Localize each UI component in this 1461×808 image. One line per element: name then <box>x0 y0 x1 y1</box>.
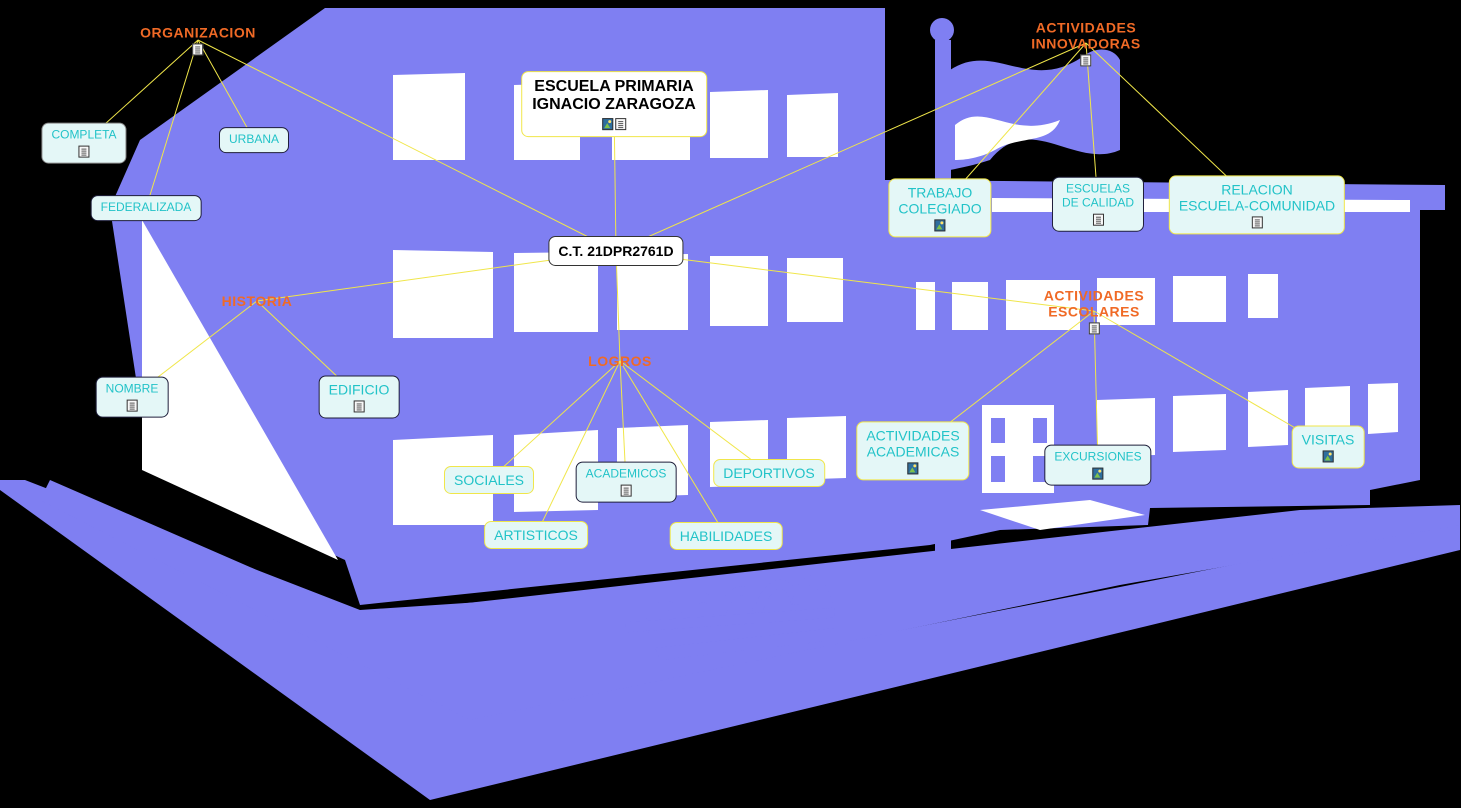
connector-line <box>619 360 770 474</box>
connector-line <box>197 39 255 141</box>
node-label: RELACION ESCUELA-COMUNIDAD <box>1178 181 1336 214</box>
node-urbana[interactable]: URBANA <box>218 127 290 153</box>
note-icon[interactable] <box>1080 54 1092 67</box>
node-historia[interactable]: HISTORIA <box>222 293 293 309</box>
connector-line <box>1093 310 1329 448</box>
node-label: HISTORIA <box>221 292 293 309</box>
node-excursiones[interactable]: EXCURSIONES <box>1044 444 1152 486</box>
node-label: NOMBRE <box>105 381 159 396</box>
arches-step <box>655 628 835 660</box>
door-frames <box>991 418 1047 482</box>
node-deportivos[interactable]: DEPORTIVOS <box>713 458 825 488</box>
arches-base <box>624 607 836 633</box>
node-label: VISITAS <box>1301 431 1355 448</box>
node-edificio[interactable]: EDIFICIO <box>318 375 400 419</box>
node-visitas[interactable]: VISITAS <box>1291 425 1365 469</box>
node-artisticos[interactable]: ARTISTICOS <box>484 520 588 550</box>
image-icon[interactable] <box>934 219 946 232</box>
node-ct-code[interactable]: C.T. 21DPR2761D <box>548 235 684 267</box>
note-icon[interactable] <box>620 484 632 497</box>
node-label: DEPORTIVOS <box>723 464 815 481</box>
node-actividades-escolares[interactable]: ACTIVIDADES ESCOLARES <box>1043 287 1145 335</box>
node-label: ESCUELAS DE CALIDAD <box>1061 181 1135 210</box>
connector-line <box>488 360 621 481</box>
note-icon[interactable] <box>1092 213 1104 226</box>
node-label: ESCUELA PRIMARIA IGNACIO ZARAGOZA <box>532 78 696 114</box>
node-trabajo-colegiado[interactable]: TRABAJO COLEGIADO <box>888 178 992 238</box>
node-label: EDIFICIO <box>328 381 390 398</box>
node-label: LOGROS <box>588 352 652 369</box>
node-completa[interactable]: COMPLETA <box>41 122 127 164</box>
building-side-face <box>142 220 338 560</box>
node-label: EXCURSIONES <box>1054 449 1142 464</box>
connector-line <box>619 360 727 537</box>
node-label: ARTISTICOS <box>494 526 578 543</box>
note-icon[interactable] <box>614 117 626 130</box>
flagpole <box>935 40 951 570</box>
node-actividades-innovadoras[interactable]: ACTIVIDADES INNOVADORAS <box>1031 19 1141 67</box>
connector-line <box>615 42 1087 252</box>
connector-line <box>535 360 621 536</box>
connector-line <box>615 250 621 362</box>
node-relacion-escuela-comunidad[interactable]: RELACION ESCUELA-COMUNIDAD <box>1168 175 1346 235</box>
note-icon[interactable] <box>126 399 138 412</box>
node-label: HABILIDADES <box>679 527 773 544</box>
node-label: ORGANIZACION <box>140 24 256 41</box>
node-habilidades[interactable]: HABILIDADES <box>669 521 783 551</box>
node-label: ACTIVIDADES ACADEMICAS <box>866 427 960 460</box>
image-icon[interactable] <box>907 462 919 475</box>
node-label: URBANA <box>228 132 280 147</box>
node-sociales[interactable]: SOCIALES <box>443 465 535 495</box>
node-logros[interactable]: LOGROS <box>588 353 652 369</box>
node-escuelas-de-calidad[interactable]: ESCUELAS DE CALIDAD <box>1051 176 1145 232</box>
node-federalizada[interactable]: FEDERALIZADA <box>90 195 202 221</box>
node-organizacion[interactable]: ORGANIZACION <box>140 24 256 56</box>
connector-line <box>1093 310 1099 466</box>
connector-line <box>615 250 1095 312</box>
node-escuela-primaria[interactable]: ESCUELA PRIMARIA IGNACIO ZARAGOZA <box>521 71 707 137</box>
flag-highlight <box>955 116 1060 160</box>
node-academicos[interactable]: ACADEMICOS <box>575 461 677 503</box>
node-label: ACTIVIDADES INNOVADORAS <box>1031 19 1141 52</box>
image-icon[interactable] <box>1092 467 1104 480</box>
node-actividades-academicas[interactable]: ACTIVIDADES ACADEMICAS <box>856 421 970 481</box>
note-icon[interactable] <box>1251 216 1263 229</box>
note-icon[interactable] <box>353 400 365 413</box>
node-label: ACADEMICOS <box>585 466 667 481</box>
node-label: SOCIALES <box>453 471 525 488</box>
note-icon[interactable] <box>1088 322 1100 335</box>
node-label: C.T. 21DPR2761D <box>558 242 674 259</box>
node-label: TRABAJO COLEGIADO <box>898 184 982 217</box>
note-icon[interactable] <box>78 145 90 158</box>
node-nombre[interactable]: NOMBRE <box>95 376 169 418</box>
flagpole-top <box>930 18 954 42</box>
node-label: COMPLETA <box>51 127 117 142</box>
node-label: ACTIVIDADES ESCOLARES <box>1043 287 1145 320</box>
image-icon[interactable] <box>601 117 613 130</box>
note-icon[interactable] <box>192 43 204 56</box>
connector-line <box>145 39 199 209</box>
node-label: FEDERALIZADA <box>100 200 192 215</box>
connector-line <box>197 39 617 252</box>
entrance-arches <box>643 576 835 633</box>
image-icon[interactable] <box>1322 450 1334 463</box>
